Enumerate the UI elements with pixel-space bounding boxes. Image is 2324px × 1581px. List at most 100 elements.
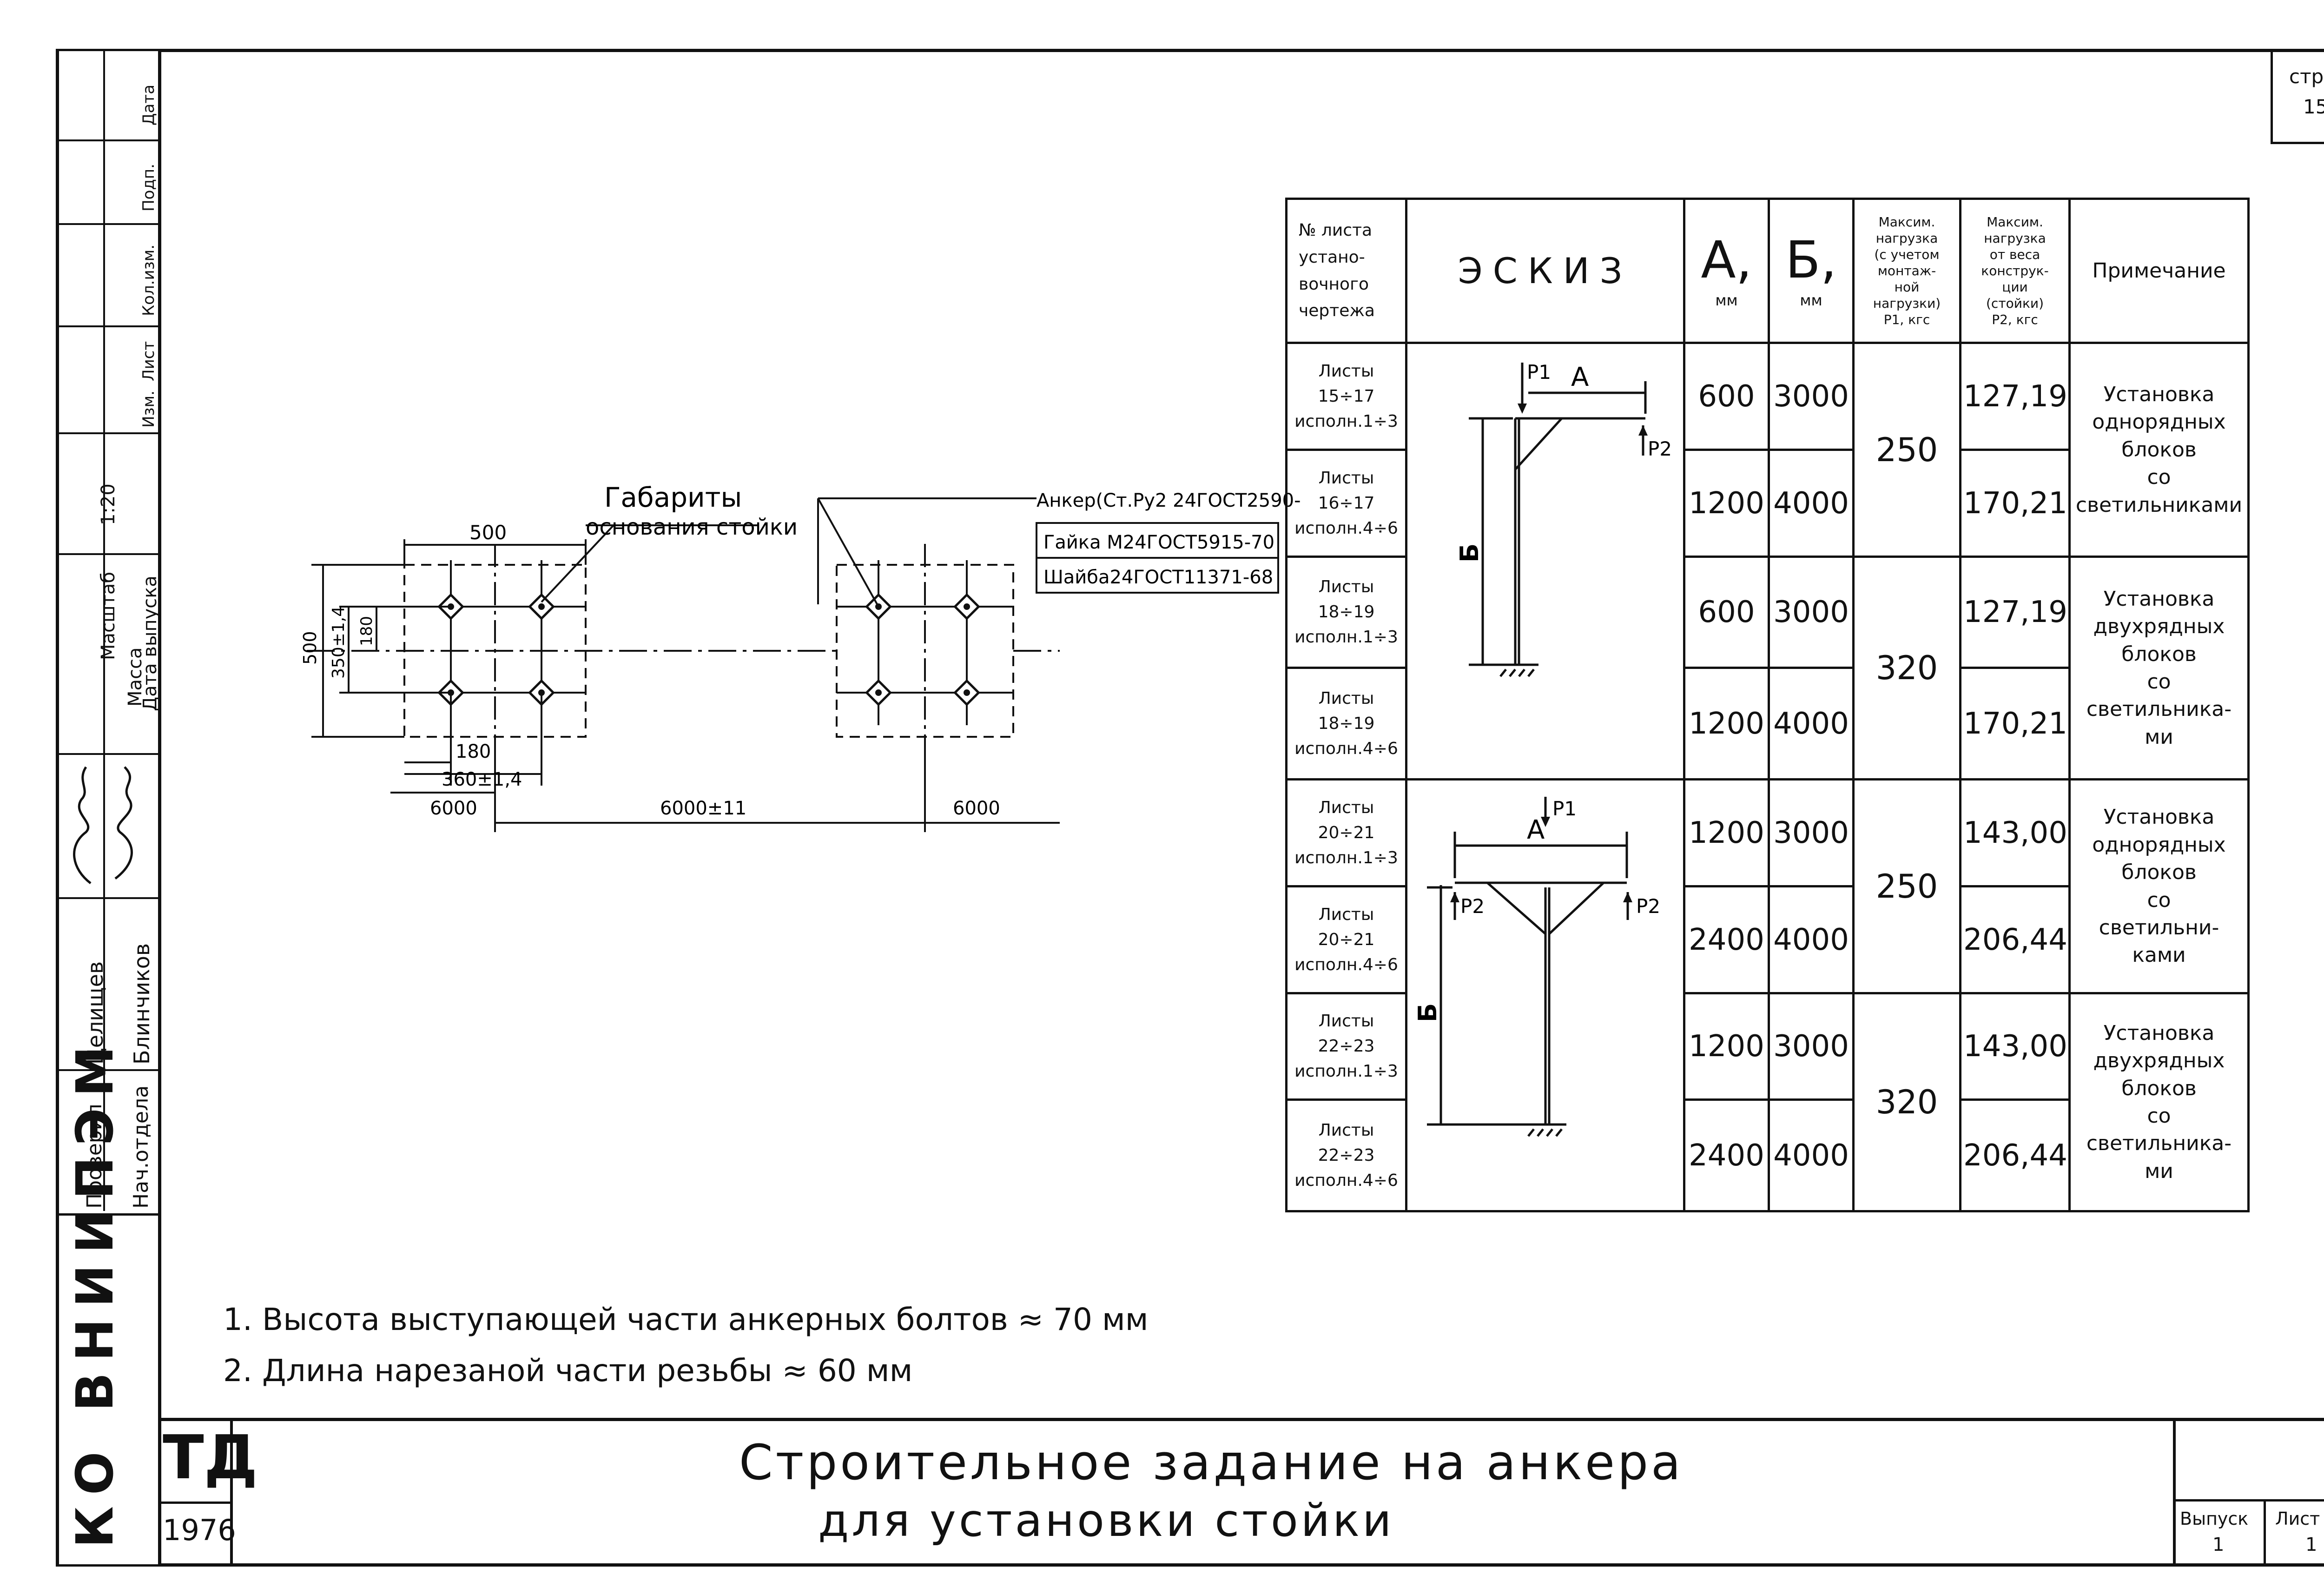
date-label: Дата выпуска [139,576,161,711]
revision-sign-header: Подп. [139,164,158,212]
scale-label: Масштаб [98,571,119,660]
cell-p2: 170,21 [1959,449,2071,558]
cell-p2: 127,19 [1959,556,2071,669]
sketch2-b: Б [1413,1003,1442,1022]
cell-b: 3000 [1768,778,1855,887]
title-block [158,1418,2324,1567]
head-name: Блинчиков [129,943,154,1065]
cell-load: 250 [1852,778,1961,994]
cell-load: 320 [1852,556,1961,781]
title-block-right-divider [2173,1418,2176,1567]
gabarity-line2: основания стойки [586,514,798,540]
cell-p2: 206,44 [1959,885,2071,994]
cell-p2: 143,00 [1959,992,2071,1101]
sheet-label: Лист [2275,1508,2320,1529]
cell-p2: 206,44 [1959,1098,2071,1212]
issue-value: 1 [2212,1534,2225,1555]
cell-a: 1200 [1683,449,1770,558]
cell-b: 4000 [1768,667,1855,781]
revision-count-header: Кол.изм. [139,244,158,316]
left-strip-rule-1 [56,139,159,141]
revision-date-header: Дата [139,84,158,126]
cell-p2: 170,21 [1959,667,2071,781]
cell-a: 600 [1683,342,1770,451]
left-strip-rule-7 [56,897,159,899]
header-a: А,мм [1683,198,1770,344]
dim-500-left: 500 [300,631,320,665]
cell-b: 3000 [1768,342,1855,451]
note-1: 1. Высота выступающей части анкерных бол… [223,1302,1149,1337]
sketch-double-arm: P1 А P2 P2 Б [1405,778,1685,1212]
left-strip-rule-3 [56,325,159,327]
dim-180-h: 180 [456,741,491,762]
anchor-label: Анкер(Ст.Ру2 24ГОСТ2590-71) [1037,490,1301,511]
cell-load: 250 [1852,342,1961,558]
sheet-value: 1 [2305,1534,2317,1555]
signature-2 [114,766,133,880]
note-2: 2. Длина нарезаной части резьбы ≈ 60 мм [223,1353,913,1389]
dim-6000-right: 6000 [953,798,1000,819]
title-line1: Строительное задание на анкера [739,1434,1684,1491]
year: 1976 [163,1513,236,1547]
cell-p2: 143,00 [1959,778,2071,887]
drawing-frame [158,49,2324,1567]
anchor-plan-drawing: 500 500 350±1,4 180 180 360±1,4 6000 600… [300,482,1301,832]
dim-350: 350±1,4 [329,606,348,679]
header-note: Примечание [2068,198,2250,344]
cell-b: 4000 [1768,449,1855,558]
page-corner-label: стр. [2289,65,2324,88]
left-strip-rule-2 [56,223,159,225]
sketch1-a: А [1571,362,1589,392]
revision-change-header: Изм. [139,390,158,428]
sketch1-p2: P2 [1648,437,1672,460]
cell-b: 3000 [1768,992,1855,1101]
scale-value: 1:20 [98,483,119,525]
title-line2: для установки стойки [818,1495,1394,1547]
sketch2-p2-right: P2 [1636,895,1660,918]
cell-a: 1200 [1683,992,1770,1101]
left-strip-rule-6 [56,753,159,755]
left-strip-divider [103,49,105,1211]
page-corner-box [2271,49,2324,144]
sketch-single-arm: P1 А P2 Б [1405,342,1685,781]
dim-6000-left: 6000 [430,798,477,819]
title-block-issue-divider [2264,1499,2266,1567]
logo: ТД [163,1422,258,1493]
cell-a: 600 [1683,556,1770,669]
cell-a: 2400 [1683,1098,1770,1212]
left-strip-rule-5 [56,553,159,555]
head-role: Нач.отдела [129,1085,153,1209]
left-strip-rule-9 [56,1213,159,1216]
gabarity-line1: Габариты [604,482,742,513]
cell-load: 320 [1852,992,1961,1212]
sketch2-p2-left: P2 [1460,895,1485,918]
washer-label: Шайба24ГОСТ11371-68 [1043,567,1273,588]
dim-360: 360±1,4 [442,769,522,790]
header-sketch: ЭСКИЗ [1405,198,1685,344]
cell-a: 1200 [1683,778,1770,887]
cell-b: 3000 [1768,556,1855,669]
left-strip-rule-4 [56,432,159,434]
title-block-logo-rule [158,1502,232,1504]
